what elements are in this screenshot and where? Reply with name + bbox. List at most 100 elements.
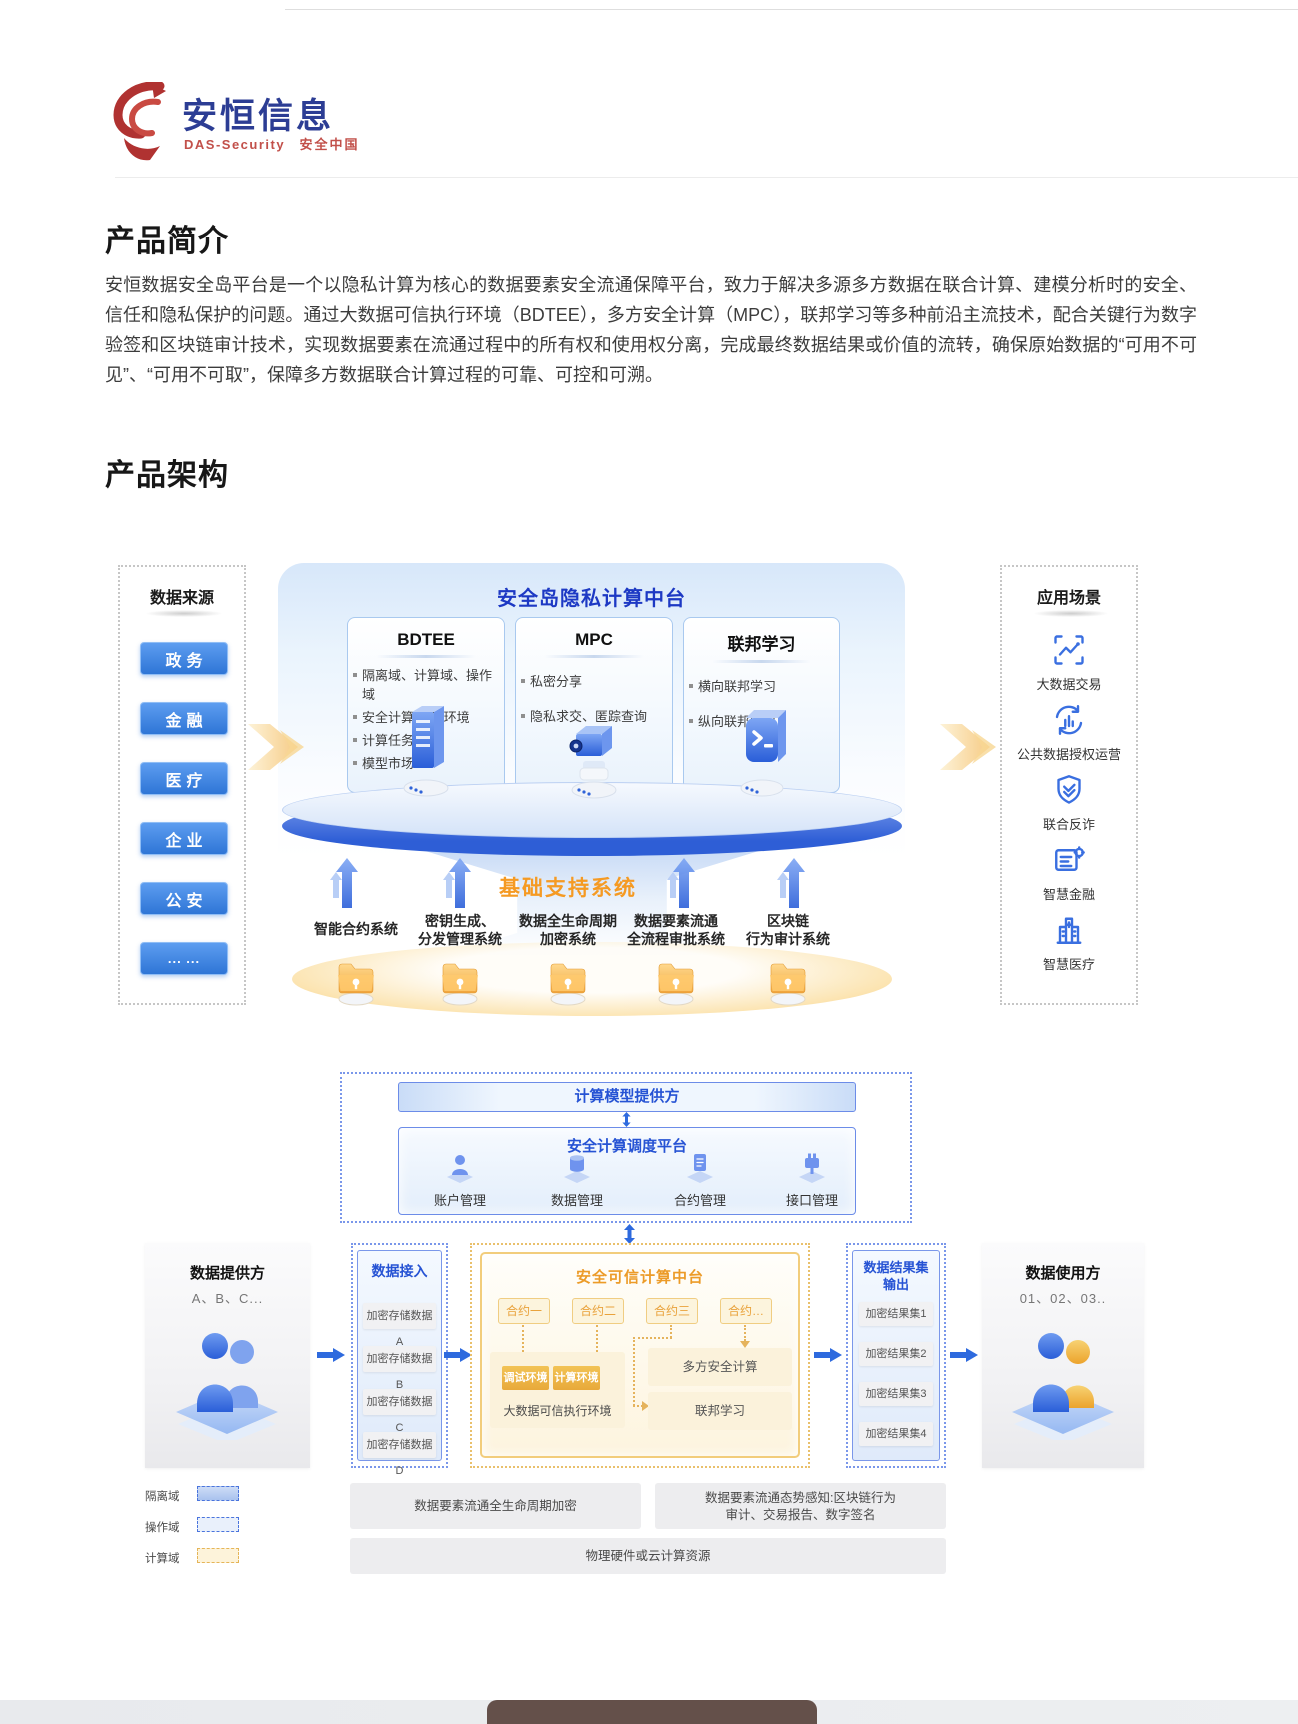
source-item-gov: 政务 bbox=[140, 642, 228, 675]
encrypted-data-cell: 加密存储数据D bbox=[363, 1432, 436, 1477]
system-label-key-mgmt: 密钥生成、 分发管理系统 bbox=[418, 913, 502, 947]
up-arrows-icon bbox=[330, 858, 358, 908]
federated-learning-box: 联邦学习 bbox=[648, 1392, 792, 1430]
bdtee-env-box bbox=[490, 1352, 625, 1428]
bar-physical-resources: 物理硬件或云计算资源 bbox=[350, 1538, 946, 1574]
card-fl-title: 联邦学习 bbox=[727, 635, 796, 654]
data-provider-card: 数据提供方 A、B、C... bbox=[145, 1243, 310, 1468]
consumer-people-icon bbox=[1012, 1333, 1114, 1440]
card-bdtee-title: BDTEE bbox=[397, 630, 455, 649]
compute-env-button: 计算环境 bbox=[553, 1366, 600, 1390]
legend-swatch-compute bbox=[197, 1548, 239, 1563]
bdtee-bullet: 隔离域、计算域、操作域 bbox=[353, 668, 493, 702]
scenarios-title: 应用场景 bbox=[1036, 590, 1101, 607]
debug-env-button: 调试环境 bbox=[502, 1366, 549, 1390]
dotted-arrowhead bbox=[740, 1341, 750, 1348]
card-rule bbox=[544, 655, 644, 658]
scheduler-item-interface: 接口管理 bbox=[785, 1193, 838, 1208]
logo-brand-en-row: DAS-Security 安全中国 bbox=[184, 134, 360, 154]
scenarios-panel: 应用场景 bbox=[1000, 565, 1138, 1005]
result-set-cell: 加密结果集4 bbox=[859, 1422, 933, 1446]
result-set-cell: 加密结果集3 bbox=[859, 1382, 933, 1406]
das-security-logo-icon bbox=[113, 82, 166, 161]
source-item-enterprise: 企业 bbox=[140, 822, 228, 855]
source-item-finance: 金融 bbox=[140, 702, 228, 735]
database-icon bbox=[564, 1155, 590, 1183]
card-mpc-title: MPC bbox=[575, 630, 613, 649]
scheduler-dashed-zone bbox=[340, 1072, 912, 1223]
up-arrows-icon bbox=[667, 858, 695, 908]
dotted-arrowhead bbox=[642, 1401, 649, 1411]
double-arrow-icon bbox=[624, 1224, 635, 1244]
intro-title: 产品简介 bbox=[105, 225, 229, 258]
bdtee-env-label: 大数据可信执行环境 bbox=[503, 1404, 612, 1418]
contract-badge-3: 合约三 bbox=[646, 1298, 698, 1324]
flow-chevron-icon bbox=[940, 724, 996, 770]
encrypted-data-cell: 加密存储数据B bbox=[363, 1346, 436, 1391]
server-tower-icon bbox=[403, 706, 449, 797]
double-arrow-icon bbox=[622, 1112, 631, 1127]
trusted-center-dashed-zone bbox=[470, 1243, 810, 1468]
locked-folder-icon bbox=[442, 963, 478, 1006]
data-access-title: 数据接入 bbox=[371, 1263, 428, 1279]
data-provider-subtitle: A、B、C... bbox=[191, 1291, 264, 1306]
flow-arrow-icon bbox=[950, 1348, 978, 1362]
system-label-blockchain-audit: 区块链 行为审计系统 bbox=[746, 913, 830, 947]
bar-lifecycle-encryption: 数据要素流通全生命周期加密 bbox=[350, 1483, 641, 1529]
data-provider-title: 数据提供方 bbox=[189, 1265, 265, 1282]
encrypted-data-cell: 加密存储数据C bbox=[363, 1389, 436, 1434]
scenario-label-smart-finance: 智慧金融 bbox=[1042, 887, 1095, 902]
mpc-bullet: 私密分享 bbox=[521, 672, 662, 691]
scenario-label-bigdata-trade: 大数据交易 bbox=[1036, 677, 1102, 692]
dotted-connector bbox=[633, 1337, 635, 1406]
logo-brand-cn: 安恒信息 bbox=[182, 97, 335, 136]
secure-camera-icon bbox=[569, 726, 617, 799]
next-section-image-edge bbox=[487, 1700, 817, 1724]
locked-folder-icon bbox=[770, 963, 806, 1006]
scheduler-item-contract: 合约管理 bbox=[673, 1193, 726, 1208]
title-shadow bbox=[146, 610, 222, 617]
title-shadow bbox=[1034, 610, 1108, 617]
card-rule bbox=[376, 655, 476, 658]
contract-badge-2: 合约二 bbox=[572, 1298, 624, 1324]
intro-body: 安恒数据安全岛平台是一个以隐私计算为核心的数据要素安全流通保障平台，致力于解决多… bbox=[105, 275, 1197, 385]
source-item-police: 公安 bbox=[140, 882, 228, 915]
scheduler-item-data: 数据管理 bbox=[550, 1193, 603, 1208]
dotted-connector bbox=[633, 1405, 643, 1407]
source-item-more: ... ... bbox=[140, 942, 228, 975]
flow-arrow-icon bbox=[317, 1348, 345, 1362]
terminal-icon bbox=[740, 710, 786, 797]
mpc-bullet: 隐私求交、匿踪查询 bbox=[521, 707, 662, 726]
scenario-label-anti-fraud: 联合反诈 bbox=[1042, 817, 1095, 832]
scenario-label-public-data: 公共数据授权运营 bbox=[1016, 747, 1121, 762]
logo-brand-en: DAS-Security bbox=[184, 137, 286, 152]
chart-icon bbox=[1054, 635, 1084, 665]
support-systems-title: 基础支持系统 bbox=[499, 877, 637, 900]
up-arrows-icon bbox=[443, 858, 471, 908]
result-output-dashed-zone bbox=[846, 1243, 946, 1468]
architecture-title: 产品架构 bbox=[105, 459, 229, 492]
legend-label-isolation: 隔离域 bbox=[145, 1491, 180, 1503]
data-consumer-card: 数据使用方 01、02、03.. bbox=[982, 1243, 1144, 1468]
locked-folder-icon bbox=[338, 963, 374, 1006]
dotted-connector bbox=[670, 1325, 672, 1338]
data-consumer-subtitle: 01、02、03.. bbox=[1019, 1291, 1107, 1306]
locked-folder-icon bbox=[550, 963, 586, 1006]
locked-folder-icon bbox=[658, 963, 694, 1006]
card-rule bbox=[711, 660, 812, 663]
result-set-cell: 加密结果集2 bbox=[859, 1342, 933, 1366]
source-item-medical: 医疗 bbox=[140, 762, 228, 795]
finance-doc-icon bbox=[1055, 846, 1085, 871]
data-consumer-title: 数据使用方 bbox=[1025, 1265, 1101, 1282]
logo-tagline: 安全中国 bbox=[299, 137, 360, 152]
dotted-connector bbox=[744, 1325, 746, 1341]
hospital-icon bbox=[1056, 917, 1082, 944]
contract-badge-1: 合约一 bbox=[498, 1298, 550, 1324]
system-label-lifecycle-encryption: 数据全生命周期 加密系统 bbox=[519, 913, 617, 947]
up-arrows-icon bbox=[777, 858, 805, 908]
dotted-connector bbox=[596, 1325, 598, 1356]
flow-arrow-icon bbox=[814, 1348, 842, 1362]
cycle-chart-icon bbox=[1055, 704, 1083, 736]
encrypted-data-cell: 加密存储数据A bbox=[363, 1303, 436, 1348]
